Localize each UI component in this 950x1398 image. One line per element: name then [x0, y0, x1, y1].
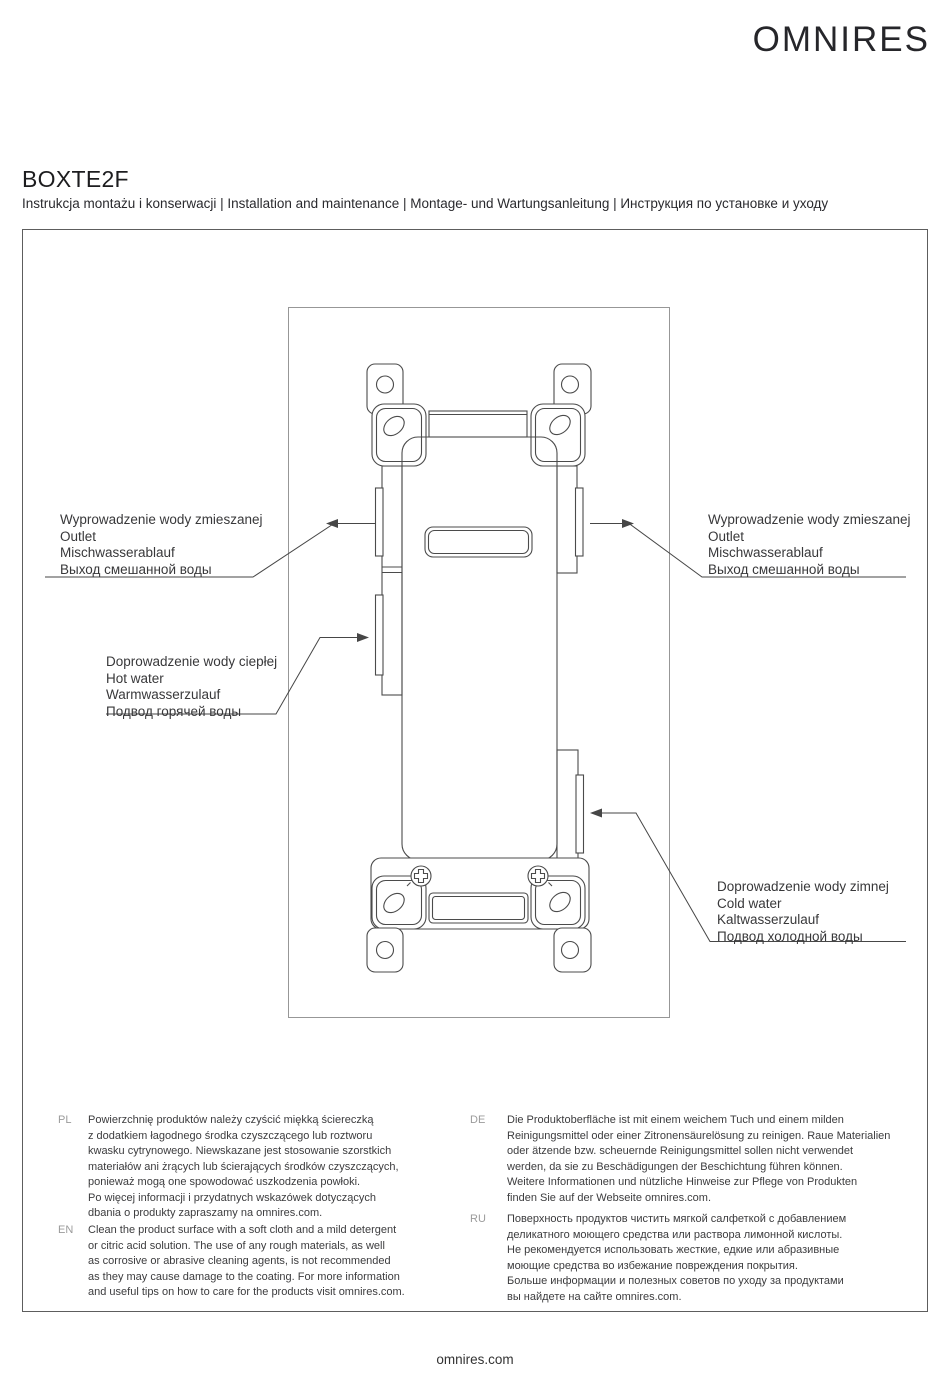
care-text-ru: Поверхность продуктов чистить мягкой сал… — [507, 1213, 847, 1303]
content-frame — [22, 229, 928, 1312]
brand-logo: OMNIRES — [752, 20, 930, 59]
label-line-ru: Подвод холодной воды — [717, 928, 863, 944]
care-code-pl: PL — [58, 1114, 72, 1126]
document-subtitle: Instrukcja montażu i konserwacji | Insta… — [22, 196, 829, 211]
label-outlet-right: Wyprowadzenie wody zmieszanej Outlet Mis… — [708, 512, 910, 578]
label-line-en: Outlet — [708, 528, 745, 544]
label-line-de: Kaltwasserzulauf — [717, 912, 820, 927]
label-line-de: Mischwasserablauf — [708, 545, 823, 560]
care-code-de: DE — [470, 1114, 486, 1126]
label-line-en: Outlet — [60, 528, 97, 544]
label-line-de: Warmwasserzulauf — [106, 687, 221, 702]
footer-website: omnires.com — [436, 1352, 514, 1367]
label-line-en: Cold water — [717, 895, 782, 911]
care-code-ru: RU — [470, 1213, 486, 1225]
diagram-border — [288, 307, 670, 1018]
care-code-en: EN — [58, 1224, 74, 1236]
care-text-pl: Powierzchnię produktów należy czyścić mi… — [88, 1114, 399, 1219]
care-text-en: Clean the product surface with a soft cl… — [88, 1224, 405, 1298]
label-cold-water: Doprowadzenie wody zimnej Cold water Kal… — [717, 879, 889, 945]
label-line-ru: Выход смешанной воды — [60, 561, 212, 577]
label-line-ru: Подвод горячей воды — [106, 703, 242, 719]
care-text-de: Die Produktoberfläche ist mit einem weic… — [507, 1114, 891, 1204]
label-outlet-left: Wyprowadzenie wody zmieszanej Outlet Mis… — [60, 512, 262, 578]
label-line-pl: Wyprowadzenie wody zmieszanej — [708, 512, 911, 527]
label-line-pl: Doprowadzenie wody ciepłej — [106, 654, 278, 669]
label-line-de: Mischwasserablauf — [60, 545, 175, 560]
label-line-en: Hot water — [106, 670, 164, 686]
label-hot-water: Doprowadzenie wody ciepłej Hot water War… — [106, 654, 277, 720]
label-line-pl: Wyprowadzenie wody zmieszanej — [60, 512, 263, 527]
label-line-pl: Doprowadzenie wody zimnej — [717, 879, 889, 894]
label-line-ru: Выход смешанной воды — [708, 561, 860, 577]
product-title: BOXTE2F — [22, 166, 129, 192]
